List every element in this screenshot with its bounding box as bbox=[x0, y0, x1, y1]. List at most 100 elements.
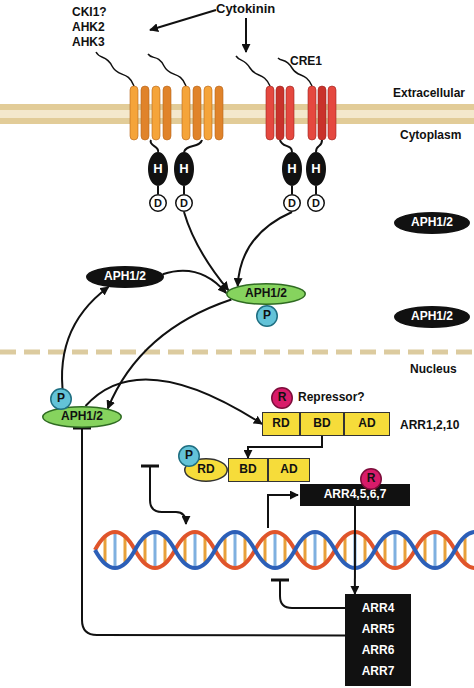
shape-fill bbox=[361, 469, 382, 490]
pathway-arrow bbox=[108, 300, 232, 409]
node-text: APH1/2 bbox=[61, 410, 103, 423]
node-text: BD bbox=[313, 417, 330, 430]
phospho-aph-protein: APH1/2 bbox=[42, 406, 122, 428]
diagram-label: AHK3 bbox=[72, 35, 105, 49]
histidine-domain: H bbox=[306, 152, 326, 186]
pathway-arrow bbox=[248, 436, 322, 458]
node-text: RD bbox=[272, 417, 289, 430]
node-text: D bbox=[288, 197, 296, 209]
shape-fill bbox=[257, 306, 278, 327]
membrane-core bbox=[0, 104, 474, 124]
diagram-label: Nucleus bbox=[410, 362, 457, 376]
receptor-helix bbox=[130, 86, 138, 140]
node-text: ARR7 bbox=[362, 665, 395, 678]
base-pair bbox=[115, 532, 435, 568]
node-text: P bbox=[57, 392, 65, 405]
text-wrap: P bbox=[50, 388, 72, 410]
text-wrap: ARR4ARR5ARR6ARR7 bbox=[346, 595, 410, 685]
pathway-arrow bbox=[82, 428, 345, 635]
text-wrap: D bbox=[283, 194, 301, 212]
receptor-domain-line bbox=[96, 52, 134, 86]
dna-strand bbox=[95, 532, 474, 568]
text-wrap: APH1/2 bbox=[86, 266, 164, 288]
shape-fill bbox=[175, 153, 194, 186]
diagram-label: Repressor? bbox=[298, 390, 365, 404]
nuclear-envelope bbox=[0, 350, 474, 355]
shape-fill bbox=[87, 267, 164, 288]
phosphate-circle: P bbox=[50, 388, 72, 410]
histidine-domain: H bbox=[148, 152, 168, 186]
text-wrap: APH1/2 bbox=[394, 212, 470, 234]
receptor-helix bbox=[286, 86, 294, 140]
aph-protein: APH1/2 bbox=[394, 212, 470, 234]
receptor-helix bbox=[163, 86, 171, 140]
node-text: BD bbox=[239, 463, 256, 476]
signal-arrow bbox=[245, 18, 247, 52]
activation-arrow bbox=[150, 466, 186, 524]
diagram-label: Extracellular bbox=[393, 86, 465, 100]
membrane-leaflet bbox=[0, 104, 474, 110]
text-wrap: P bbox=[178, 445, 200, 467]
node-text: AD bbox=[358, 417, 375, 430]
linker-line bbox=[184, 140, 202, 152]
node-text: ARR5 bbox=[362, 623, 395, 636]
arr-stack-box: ARR4ARR5ARR6ARR7 bbox=[345, 594, 411, 686]
text-wrap: H bbox=[306, 152, 326, 186]
repressor-circle: R bbox=[271, 387, 293, 409]
shape-fill bbox=[395, 213, 470, 234]
pathway-arrow bbox=[184, 212, 228, 290]
shape-fill bbox=[284, 195, 301, 212]
shape-fill bbox=[307, 153, 326, 186]
node-text: P bbox=[263, 309, 271, 322]
text-wrap: APH1/2 bbox=[394, 306, 470, 328]
shape-fill bbox=[43, 407, 122, 428]
node-text: ARR4 bbox=[362, 602, 395, 615]
receptor-domain-line bbox=[236, 56, 270, 86]
linker-line bbox=[151, 140, 159, 152]
shape-fill bbox=[308, 195, 325, 212]
histidine-domain: H bbox=[174, 152, 194, 186]
domain-box: AD bbox=[344, 412, 390, 436]
shape-fill bbox=[395, 307, 470, 328]
transcription-arrow bbox=[268, 495, 298, 528]
pathway-arrow bbox=[62, 287, 108, 407]
diagram-label: ARR1,2,10 bbox=[400, 418, 459, 432]
pathway-arrow bbox=[238, 212, 292, 286]
node-text: D bbox=[180, 197, 188, 209]
text-wrap: APH1/2 bbox=[42, 406, 122, 428]
receptor-helix bbox=[204, 86, 212, 140]
domain-box: AD bbox=[268, 458, 310, 482]
diagram-label: Cytoplasm bbox=[400, 128, 461, 142]
node-text: APH1/2 bbox=[411, 216, 453, 229]
text-wrap: D bbox=[307, 194, 325, 212]
node-text: RD bbox=[197, 463, 214, 476]
node-text: H bbox=[311, 162, 320, 176]
signal-arrow bbox=[150, 10, 216, 30]
node-text: D bbox=[154, 197, 162, 209]
text-wrap: P bbox=[256, 305, 278, 327]
shape-fill bbox=[283, 153, 302, 186]
aph-protein: APH1/2 bbox=[86, 266, 164, 288]
receptor-helix bbox=[328, 86, 336, 140]
node-text: R bbox=[367, 472, 376, 485]
aspartate-domain: D bbox=[175, 194, 193, 212]
histidine-domain: H bbox=[282, 152, 302, 186]
domain-box: BD bbox=[228, 458, 268, 482]
receptor-helix bbox=[141, 86, 149, 140]
receptor-helix bbox=[318, 86, 326, 140]
phosphate-circle: P bbox=[178, 445, 200, 467]
phospho-aph-protein: APH1/2 bbox=[226, 283, 306, 305]
pathway-arrow bbox=[163, 271, 227, 293]
text-wrap: AD bbox=[345, 413, 389, 435]
node-text: P bbox=[185, 449, 193, 462]
text-wrap: D bbox=[149, 194, 167, 212]
aspartate-domain: D bbox=[149, 194, 167, 212]
text-wrap: R bbox=[360, 468, 382, 490]
text-wrap: BD bbox=[301, 413, 343, 435]
text-wrap: D bbox=[175, 194, 193, 212]
linker-line bbox=[316, 140, 322, 152]
pathway-arrow bbox=[354, 506, 356, 594]
